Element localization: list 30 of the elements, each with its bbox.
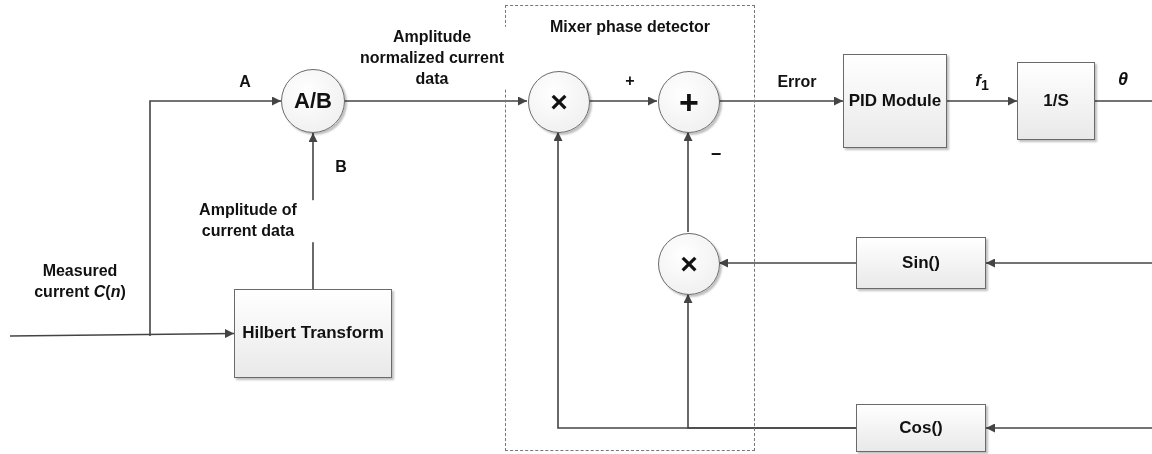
process-box bbox=[843, 54, 947, 148]
group-heading: Mixer phase detector bbox=[548, 18, 712, 36]
arrow bbox=[946, 96, 1018, 106]
block-label: + bbox=[679, 85, 699, 119]
operator-circle bbox=[658, 233, 720, 295]
process-box bbox=[1017, 62, 1095, 140]
arrow bbox=[9, 329, 235, 339]
block-label: Cos() bbox=[899, 416, 943, 439]
process-box bbox=[856, 404, 986, 452]
arrow bbox=[588, 96, 658, 106]
block-label: 1/S bbox=[1043, 89, 1069, 112]
block-label: × bbox=[680, 249, 698, 279]
arrow bbox=[718, 96, 844, 106]
dashed-group-box bbox=[505, 5, 755, 451]
block-label: × bbox=[550, 87, 568, 117]
block-label: Sin() bbox=[902, 251, 940, 274]
arrow bbox=[985, 423, 1152, 433]
operator-circle bbox=[658, 71, 720, 133]
process-box bbox=[234, 289, 392, 378]
arrow bbox=[985, 258, 1152, 268]
operator-circle bbox=[528, 71, 590, 133]
block-label: A/B bbox=[294, 90, 332, 112]
arrow bbox=[149, 96, 282, 337]
arrow bbox=[683, 131, 693, 233]
block-label: Hilbert Transform bbox=[242, 322, 384, 345]
arrow bbox=[344, 96, 528, 106]
process-box bbox=[856, 237, 986, 289]
block-label: PID Module bbox=[848, 89, 942, 112]
arrow bbox=[718, 258, 857, 268]
arrow bbox=[683, 293, 857, 429]
